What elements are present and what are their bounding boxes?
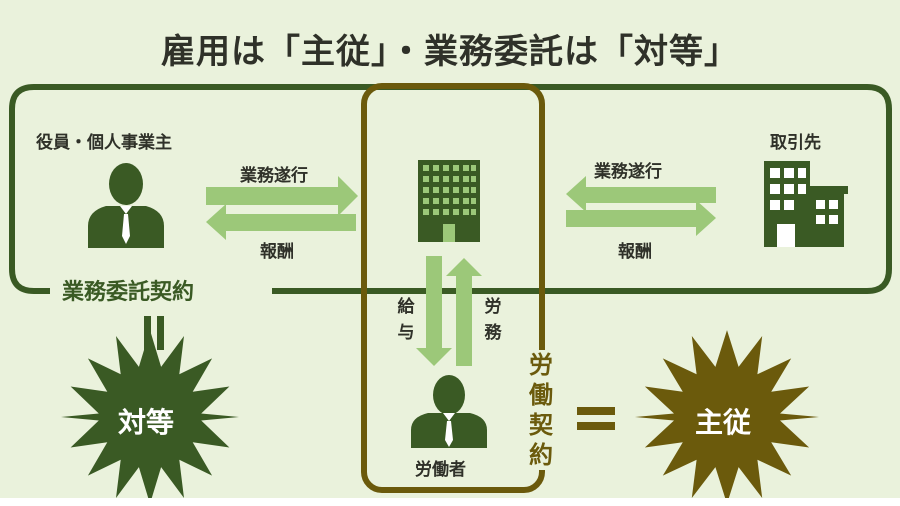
task-arrow-right <box>566 176 716 212</box>
equal-label: 対等 <box>118 406 175 439</box>
reward-label-right: 報酬 <box>618 242 652 262</box>
reward-arrow-right <box>566 200 716 236</box>
equals-icon <box>577 407 615 430</box>
labor-contract-label: 労働契約 <box>526 350 556 470</box>
task-label-right: 業務遂行 <box>594 162 662 182</box>
worker-label: 労働者 <box>415 460 466 480</box>
reward-arrow-left <box>206 204 356 240</box>
officer-label: 役員・個人事業主 <box>36 133 172 153</box>
diagram-title: 雇用は「主従」・業務委託は「対等」 <box>161 32 739 72</box>
officer-person-icon <box>88 163 164 248</box>
parallel-bars-icon <box>144 316 164 350</box>
reward-label-left: 報酬 <box>260 242 294 262</box>
worker-person-icon <box>411 375 487 448</box>
labor-arrow-up <box>446 258 482 366</box>
task-arrow-left <box>206 176 358 216</box>
master-servant-label: 主従 <box>695 406 752 439</box>
labor-label: 労務 <box>484 297 502 343</box>
client-label: 取引先 <box>770 133 821 153</box>
equal-starburst-icon <box>61 330 239 504</box>
salary-label: 給与 <box>397 297 415 343</box>
master-servant-starburst-icon <box>635 330 819 504</box>
office-building-icon <box>418 160 480 242</box>
company-building-icon <box>764 161 848 247</box>
task-label-left: 業務遂行 <box>240 166 308 186</box>
salary-arrow-down <box>416 256 452 366</box>
labor-contract-frame <box>361 83 545 493</box>
outsourcing-contract-label: 業務委託契約 <box>58 274 199 306</box>
